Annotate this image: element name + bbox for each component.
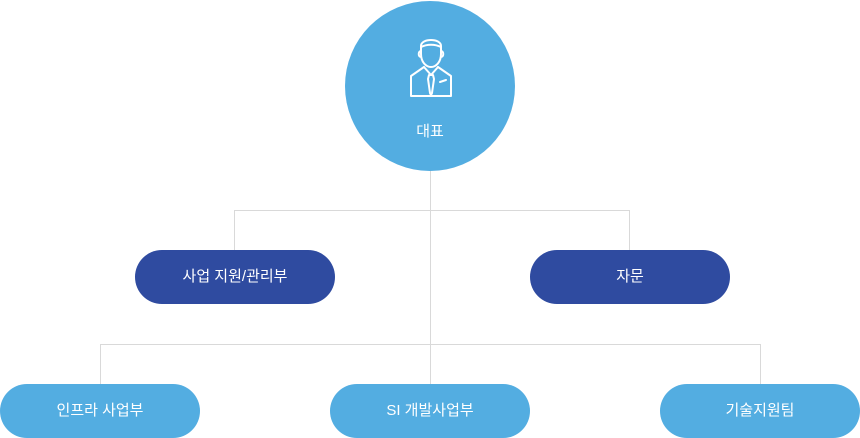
infra-division-node: 인프라 사업부 [0,384,200,438]
advisory-node: 자문 [530,250,730,304]
connector-level1 [234,210,630,250]
si-development-node: SI 개발사업부 [330,384,530,438]
businessman-icon [410,39,452,97]
ceo-node: 대표 [345,1,515,171]
tech-support-node: 기술지원팀 [660,384,860,438]
ceo-label: 대표 [416,123,444,140]
business-support-node: 사업 지원/관리부 [135,250,335,304]
connector-level2 [100,344,761,384]
